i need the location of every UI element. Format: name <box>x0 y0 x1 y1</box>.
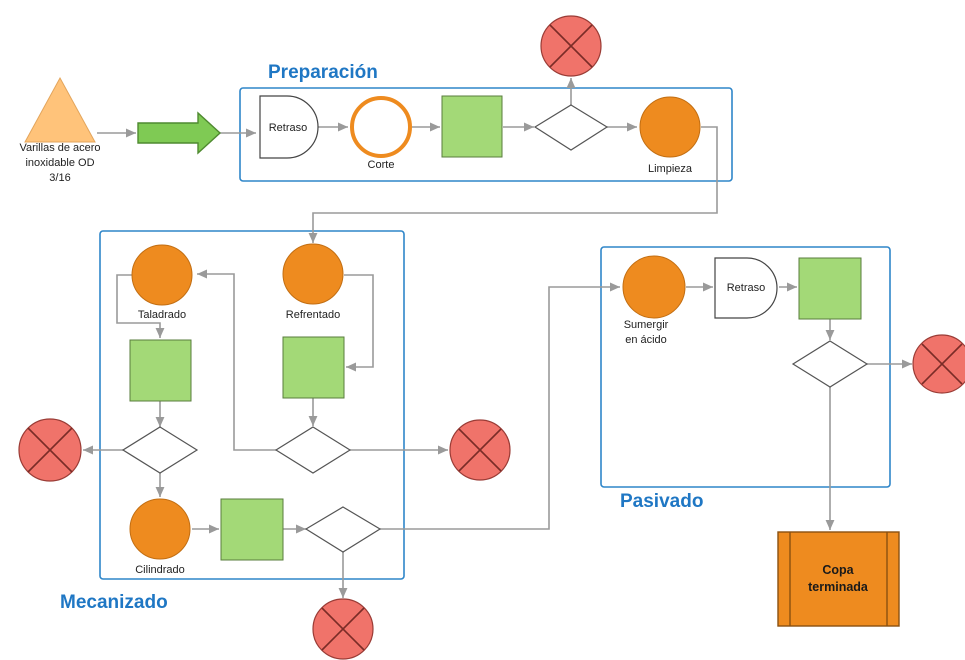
corte-operation: Corte <box>350 96 412 171</box>
inspection-square-taladrado <box>129 339 192 402</box>
retraso2-label: Retraso <box>727 282 766 294</box>
sumergir-operation: Sumergir en ácido <box>622 255 686 346</box>
copa-terminada-output: Copa terminada <box>777 531 900 627</box>
retraso-delay-pasivado: Retraso <box>714 257 778 319</box>
decision-diamond-taladrado <box>121 426 199 474</box>
retraso-delay-prep: Retraso <box>259 95 319 159</box>
reject-refrentado <box>449 419 511 481</box>
refrentado-operation: Refrentado <box>282 243 344 321</box>
preparacion-title: Preparación <box>268 62 378 83</box>
inspection-square-prep <box>441 95 503 158</box>
pasivado-title: Pasivado <box>620 491 703 512</box>
input-label-line3: 3/16 <box>49 172 70 184</box>
taladrado-operation: Taladrado <box>131 244 193 321</box>
transport-arrow-icon <box>137 111 222 155</box>
decision-diamond-refrentado <box>274 426 352 474</box>
output-label-line2: terminada <box>808 580 869 594</box>
limpieza-label: Limpieza <box>648 163 693 175</box>
cilindrado-operation: Cilindrado <box>129 498 191 576</box>
mecanizado-frame <box>99 230 405 580</box>
mecanizado-title: Mecanizado <box>60 592 168 613</box>
retraso-label: Retraso <box>269 122 308 134</box>
cilindrado-label: Cilindrado <box>135 564 185 576</box>
reject-prep <box>540 15 602 77</box>
reject-pasivado <box>912 334 965 394</box>
input-label-line2: inoxidable OD <box>25 157 94 169</box>
pasivado-frame <box>600 246 891 488</box>
input-label-line1: Varillas de acero <box>19 142 100 154</box>
refrentado-label: Refrentado <box>286 309 340 321</box>
taladrado-label: Taladrado <box>138 309 186 321</box>
reject-cilindrado <box>312 598 374 660</box>
inspection-square-pasivado <box>798 257 862 320</box>
preparacion-frame <box>239 87 733 182</box>
flow-connectors <box>83 78 912 598</box>
raw-material-triangle-icon <box>24 76 96 143</box>
corte-label: Corte <box>368 159 395 171</box>
decision-diamond-pasivado <box>791 340 869 388</box>
decision-diamond-cilindrado <box>304 506 382 553</box>
limpieza-operation: Limpieza <box>639 96 701 175</box>
decision-diamond-prep <box>533 104 609 151</box>
inspection-square-cilindrado <box>220 498 284 561</box>
sumergir-label-line2: en ácido <box>625 334 667 346</box>
raw-material-input: Varillas de acero inoxidable OD 3/16 <box>19 76 101 184</box>
reject-taladrado <box>18 418 82 482</box>
sumergir-label-line1: Sumergir <box>624 319 669 331</box>
inspection-square-refrentado <box>282 336 345 399</box>
output-label-line1: Copa <box>822 563 854 577</box>
